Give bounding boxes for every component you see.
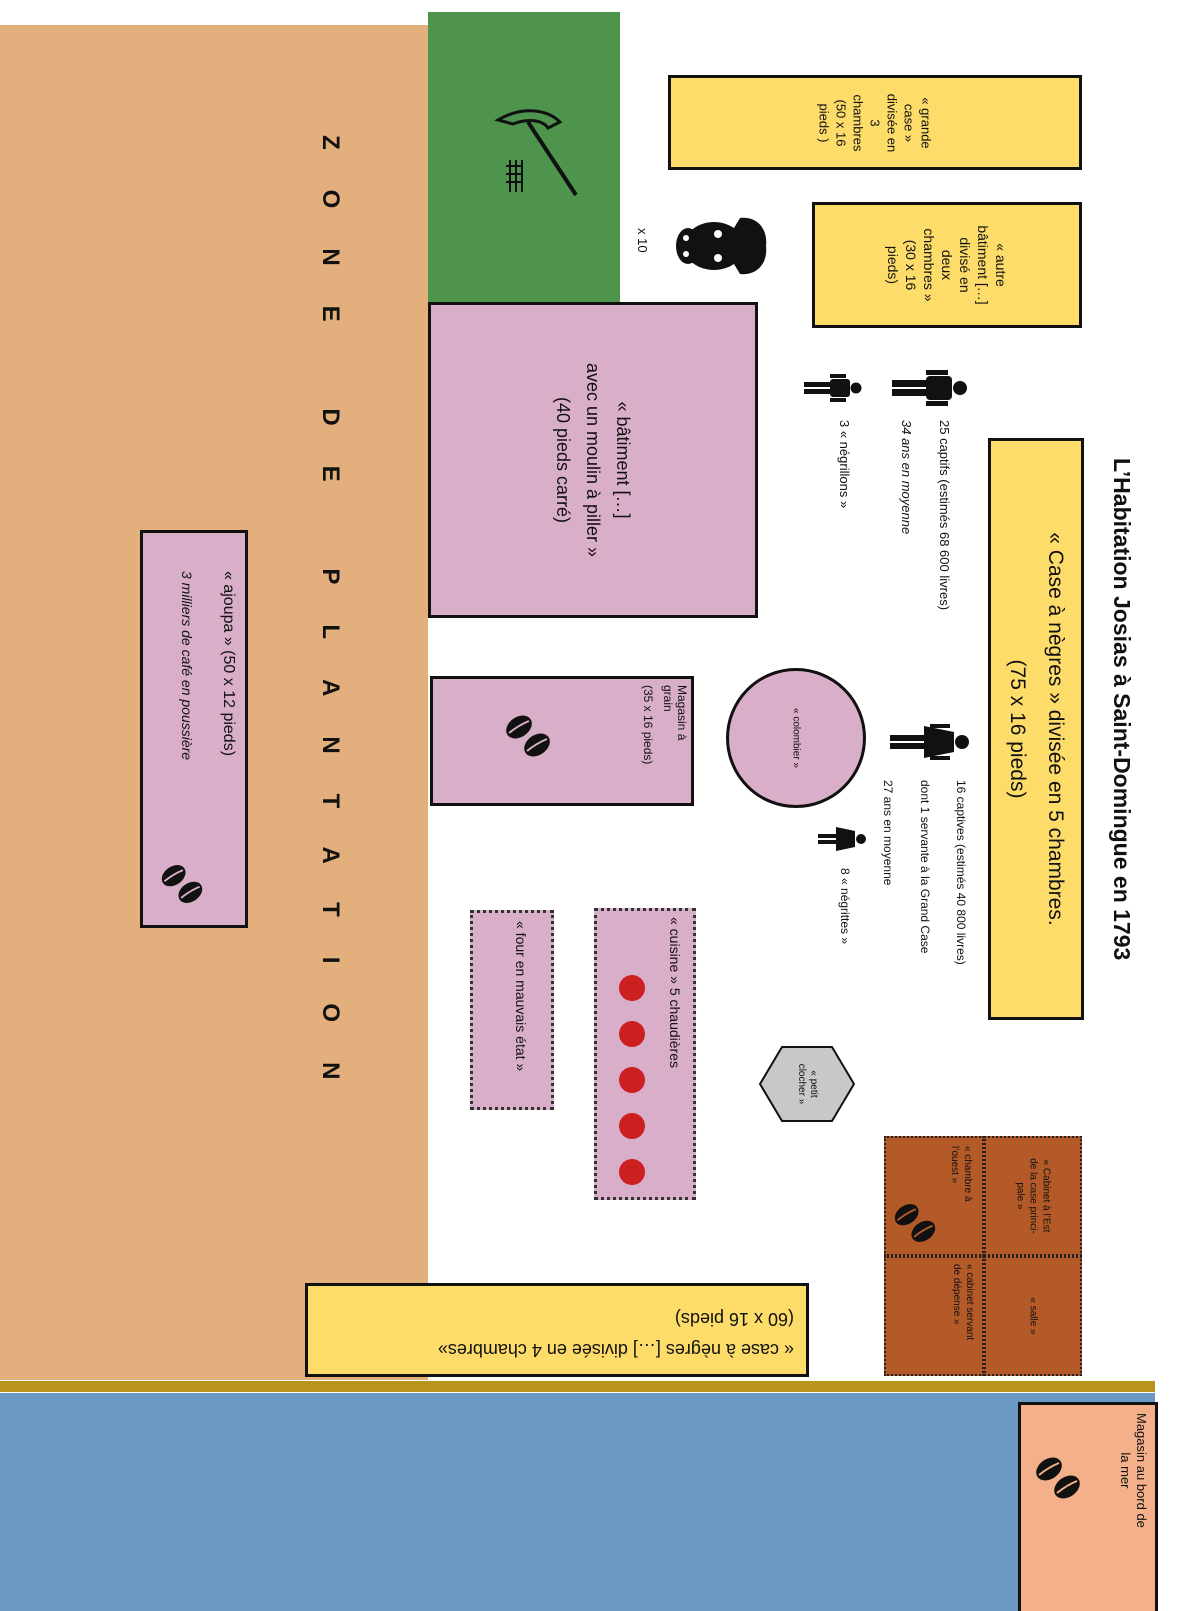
cuisine-label: « cuisine » 5 chaudières <box>667 917 683 1068</box>
grande-case-line: case » <box>901 103 917 142</box>
grand-case-cabinet-servant: « cabinet servant de dépense » <box>884 1256 984 1376</box>
grande-case-line: chambres <box>850 93 866 152</box>
captifs-men-line2: 34 ans en moyenne <box>899 420 914 535</box>
captives-women-line2: dont 1 servante à la Grand Case <box>918 780 932 954</box>
chaudiere <box>619 1113 645 1139</box>
sea-zone <box>0 1393 1155 1611</box>
grande-case-line: 3 <box>867 118 883 127</box>
chambre-ouest-line: « chambre à <box>962 1146 973 1202</box>
clocher-line1: « petit <box>808 1070 819 1098</box>
woman-icon <box>890 724 969 760</box>
autre-batiment-line: chambres » <box>921 228 937 302</box>
grand-case-chambre-ouest: « chambre à l’ouest » <box>884 1136 984 1256</box>
captives-women-line3: 27 ans en moyenne <box>881 780 895 886</box>
magasin-grain-line1: Magasin à <box>675 685 689 741</box>
cabinet-est-line: pale » <box>1014 1182 1026 1210</box>
four-label: « four en mauvais état » <box>513 921 529 1072</box>
petit-clocher <box>758 1046 856 1122</box>
chaudiere <box>619 975 645 1001</box>
page-title: L’Habitation Josias à Saint-Domingue en … <box>1109 458 1135 961</box>
chaudiere <box>619 1159 645 1185</box>
colombier-label: « colombier » <box>790 707 802 769</box>
chaudiere <box>619 1067 645 1093</box>
cabinet-servant-line: de dépense » <box>951 1264 962 1325</box>
grande-case-line: pieds ) <box>816 102 832 143</box>
autre-batiment-line: « autre <box>993 243 1009 287</box>
coffee-beans-icon <box>161 865 203 903</box>
petit-clocher-label: « petit clocher » <box>758 1045 856 1123</box>
ajoupa: « ajoupa » (50 x 12 pieds) 3 milliers de… <box>140 530 248 928</box>
case-negres-main: « Case à nègres » divisée en 5 chambres.… <box>988 438 1084 1020</box>
grande-case-line: (50 x 16 <box>833 99 849 146</box>
pickaxe-icon <box>494 109 578 197</box>
boy-icon <box>804 374 862 402</box>
livestock-count: x 10 <box>635 228 650 253</box>
grande-case-line: divisée en <box>884 93 900 152</box>
shoreline <box>0 1381 1155 1392</box>
case-negres-small-line2: (60 x 16 pieds) <box>674 1309 794 1329</box>
clocher-line2: clocher » <box>796 1063 807 1105</box>
case-negres-main-line2: (75 x 16 pieds) <box>1006 659 1029 799</box>
coffee-beans-icon <box>506 715 550 757</box>
garden-zone <box>428 12 620 302</box>
case-negres-small-line1: « case à nègres […] divisée en 4 chambre… <box>437 1340 794 1360</box>
cabinet-est-line: de la case princi- <box>1027 1158 1039 1234</box>
autre-batiment: « autre bâtiment […] divisé en deux cham… <box>812 202 1082 328</box>
magasin-grain-line3: (35 x 16 pieds) <box>641 685 655 765</box>
girl-icon <box>818 827 866 851</box>
coffee-beans-icon <box>894 1204 936 1242</box>
grand-case-cabinet-est: « Cabinet à l’Est de la case princi- pal… <box>984 1136 1082 1256</box>
grande-case-line: « grande <box>918 96 934 149</box>
cuisine: « cuisine » 5 chaudières <box>594 908 696 1200</box>
coffee-beans-icon <box>1036 1457 1080 1499</box>
magasin-grain-line2: grain <box>661 685 675 712</box>
moulin-line2: avec un moulin à piller » <box>583 362 603 558</box>
salle-label: « salle » <box>1027 1297 1039 1335</box>
man-icon <box>892 370 967 406</box>
grande-case: « grande case » divisée en 3 chambres (5… <box>668 75 1082 170</box>
zone-plantation-label: ZONE DE PLANTATION <box>317 135 344 1120</box>
ajoupa-line2: 3 milliers de café en poussière <box>179 571 195 761</box>
magasin-mer: Magasin au bord de la mer <box>1018 1402 1158 1611</box>
case-negres-main-line1: « Case à nègres » divisée en 5 chambres. <box>1044 532 1067 926</box>
four: « four en mauvais état » <box>470 910 554 1110</box>
autre-batiment-line: pieds) <box>885 245 901 285</box>
captifs-men-line1: 25 captifs (estimés 68 600 livres) <box>937 420 952 611</box>
autre-batiment-line: bâtiment […] <box>975 225 991 305</box>
captives-women-line1: 16 captives (estimés 40 800 livres) <box>954 780 968 965</box>
chambre-ouest-line: l’ouest » <box>949 1146 960 1184</box>
case-negres-small: « case à nègres […] divisée en 4 chambre… <box>305 1283 809 1377</box>
magasin-mer-line1: Magasin au bord de <box>1134 1413 1149 1528</box>
autre-batiment-line: deux <box>939 249 955 281</box>
magasin-mer-line2: la mer <box>1118 1452 1133 1489</box>
captives-women-line4: 8 « négrittes » <box>838 868 852 945</box>
batiment-moulin: « bâtiment […] avec un moulin à piller »… <box>428 302 758 618</box>
moulin-line3: (40 pieds carré) <box>553 396 573 524</box>
magasin-grain: Magasin à grain (35 x 16 pieds) <box>430 676 694 806</box>
autre-batiment-line: divisé en <box>957 237 973 293</box>
cabinet-est-line: « Cabinet à l’Est <box>1040 1159 1052 1233</box>
autre-batiment-line: (30 x 16 <box>903 239 919 291</box>
grand-case-salle: « salle » <box>984 1256 1082 1376</box>
cabinet-servant-line: « cabinet servant <box>964 1264 975 1341</box>
ajoupa-line1: « ajoupa » (50 x 12 pieds) <box>220 571 237 757</box>
captifs-men-line3: 3 « négrillons » <box>837 420 852 509</box>
moulin-line1: « bâtiment […] <box>613 401 633 519</box>
cow-head-icon <box>676 217 767 275</box>
chaudiere <box>619 1021 645 1047</box>
colombier: « colombier » <box>726 668 866 808</box>
